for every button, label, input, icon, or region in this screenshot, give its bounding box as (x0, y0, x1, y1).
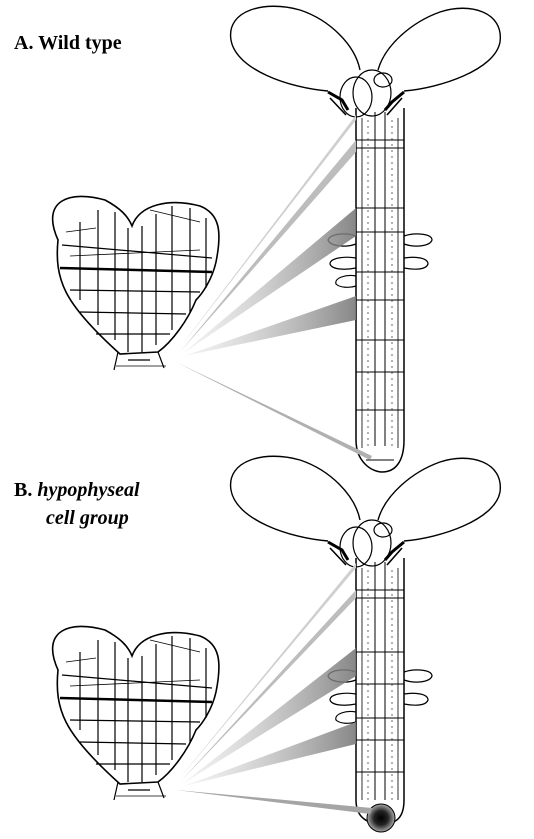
panel-a-seedling (231, 6, 501, 472)
panel-b-seedling (231, 456, 501, 824)
panel-b-diagram (53, 456, 501, 832)
panel-b-embryo (53, 626, 219, 800)
panel-a-diagram (53, 6, 501, 472)
